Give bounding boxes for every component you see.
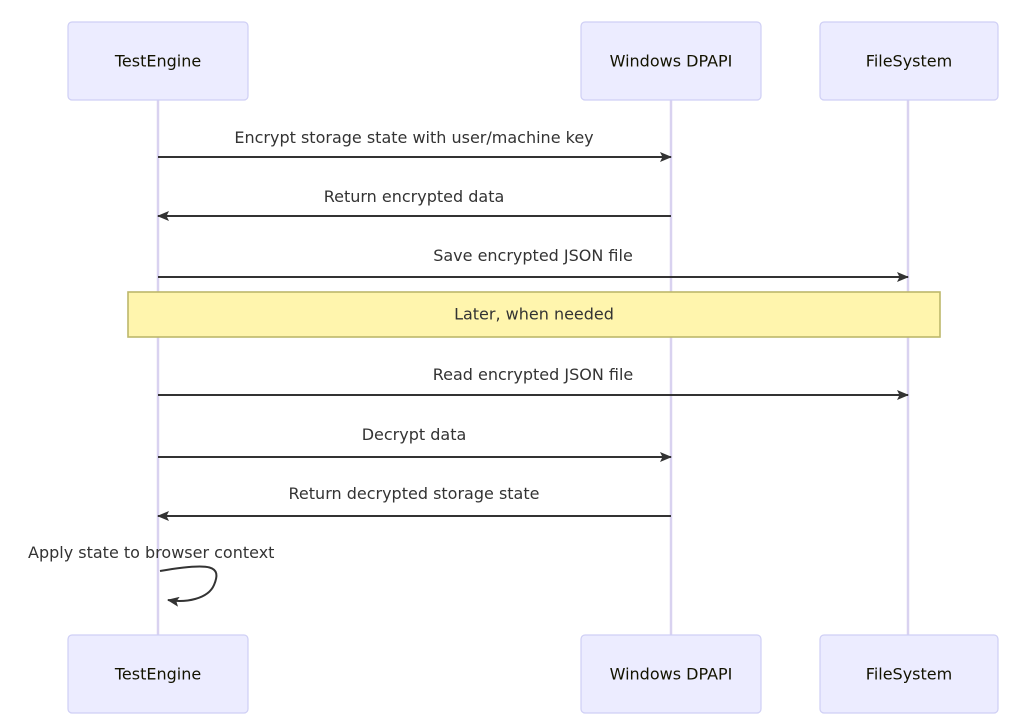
message-label: Read encrypted JSON file (433, 365, 634, 384)
participant-box (67, 634, 249, 714)
message-return-decrypted-storage-state[interactable]: Return decrypted storage state (157, 484, 671, 521)
participant-windows-dpapi-bottom[interactable]: Windows DPAPI (580, 634, 762, 714)
participant-label: FileSystem (866, 52, 952, 71)
participant-label: TestEngine (114, 665, 201, 684)
participant-testengine-top[interactable]: TestEngine (67, 21, 249, 101)
participant-footer-group: TestEngine Windows DPAPI FileSystem (67, 634, 999, 714)
participant-box (819, 21, 999, 101)
message-label: Save encrypted JSON file (433, 246, 633, 265)
messages-group: Encrypt storage state with user/machine … (28, 128, 909, 607)
message-label: Apply state to browser context (28, 543, 274, 562)
participant-label: Windows DPAPI (610, 665, 733, 684)
lifelines-group (156, 100, 910, 635)
self-loop-arrow (159, 565, 218, 607)
note-label: Later, when needed (454, 305, 614, 324)
message-read-encrypted-json-file[interactable]: Read encrypted JSON file (158, 365, 909, 400)
participant-header-group: TestEngine Windows DPAPI FileSystem (67, 21, 999, 101)
note-box (127, 291, 941, 338)
message-label: Return encrypted data (324, 187, 505, 206)
note-later-when-needed[interactable]: Later, when needed (127, 291, 941, 338)
message-encrypt-storage-state[interactable]: Encrypt storage state with user/machine … (158, 128, 672, 162)
participant-testengine-bottom[interactable]: TestEngine (67, 634, 249, 714)
message-apply-state-to-browser-context[interactable]: Apply state to browser context (28, 543, 274, 607)
message-decrypt-data[interactable]: Decrypt data (158, 425, 672, 462)
participant-box (67, 21, 249, 101)
message-label: Return decrypted storage state (289, 484, 540, 503)
participant-box (580, 21, 762, 101)
participant-box (580, 634, 762, 714)
participant-label: TestEngine (114, 52, 201, 71)
message-save-encrypted-json-file[interactable]: Save encrypted JSON file (158, 246, 909, 282)
participant-windows-dpapi-top[interactable]: Windows DPAPI (580, 21, 762, 101)
participant-filesystem-bottom[interactable]: FileSystem (819, 634, 999, 714)
message-label: Encrypt storage state with user/machine … (234, 128, 593, 147)
participant-filesystem-top[interactable]: FileSystem (819, 21, 999, 101)
message-label: Decrypt data (362, 425, 467, 444)
participant-box (819, 634, 999, 714)
participant-label: FileSystem (866, 665, 952, 684)
participant-label: Windows DPAPI (610, 52, 733, 71)
message-return-encrypted-data[interactable]: Return encrypted data (157, 187, 671, 221)
